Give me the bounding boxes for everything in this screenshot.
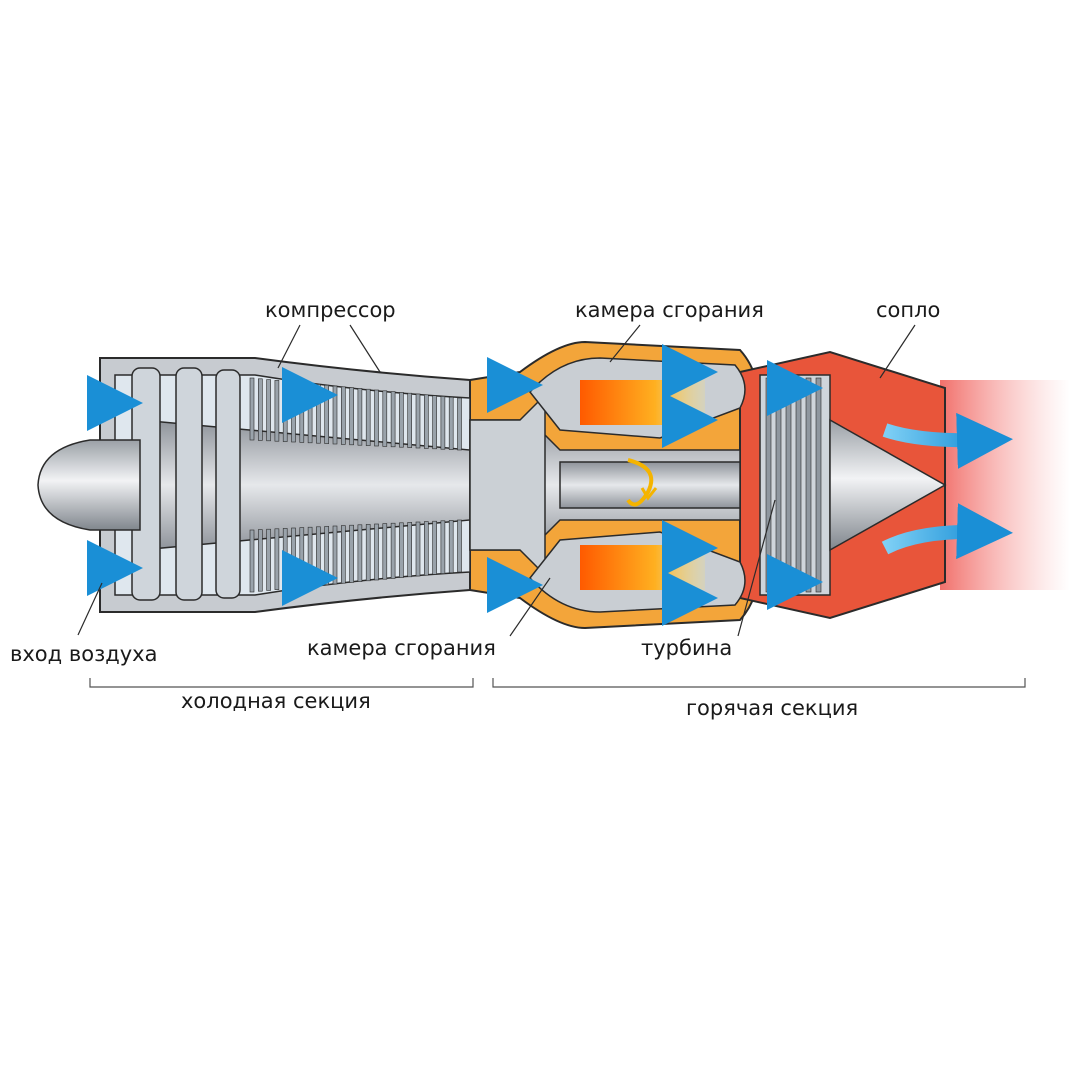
air-flow-arrow-icon (881, 503, 1013, 560)
turbine-label: турбина (641, 636, 732, 660)
nose-spinner (37, 439, 141, 531)
section-brackets (89, 678, 1026, 688)
combustion-chamber-bottom-label: камера сгорания (307, 636, 496, 660)
air-intake-label: вход воздуха (10, 642, 157, 666)
rotation-arrow-icon (626, 458, 658, 507)
cold-section-label: холодная секция (181, 689, 371, 713)
compressor-label: компрессор (265, 298, 396, 322)
combustion-chamber-top-label: камера сгорания (575, 298, 764, 322)
nozzle-label: сопло (876, 298, 940, 322)
air-flow-arrow-icon (882, 412, 1013, 469)
fan-stages (131, 367, 241, 601)
exhaust-cone (829, 418, 947, 552)
leader-lines (77, 324, 916, 637)
shaft (469, 393, 741, 577)
air-flow-arrows (40, 344, 1013, 626)
exhaust-plume (940, 380, 1070, 590)
hot-section-label: горячая секция (686, 696, 858, 720)
